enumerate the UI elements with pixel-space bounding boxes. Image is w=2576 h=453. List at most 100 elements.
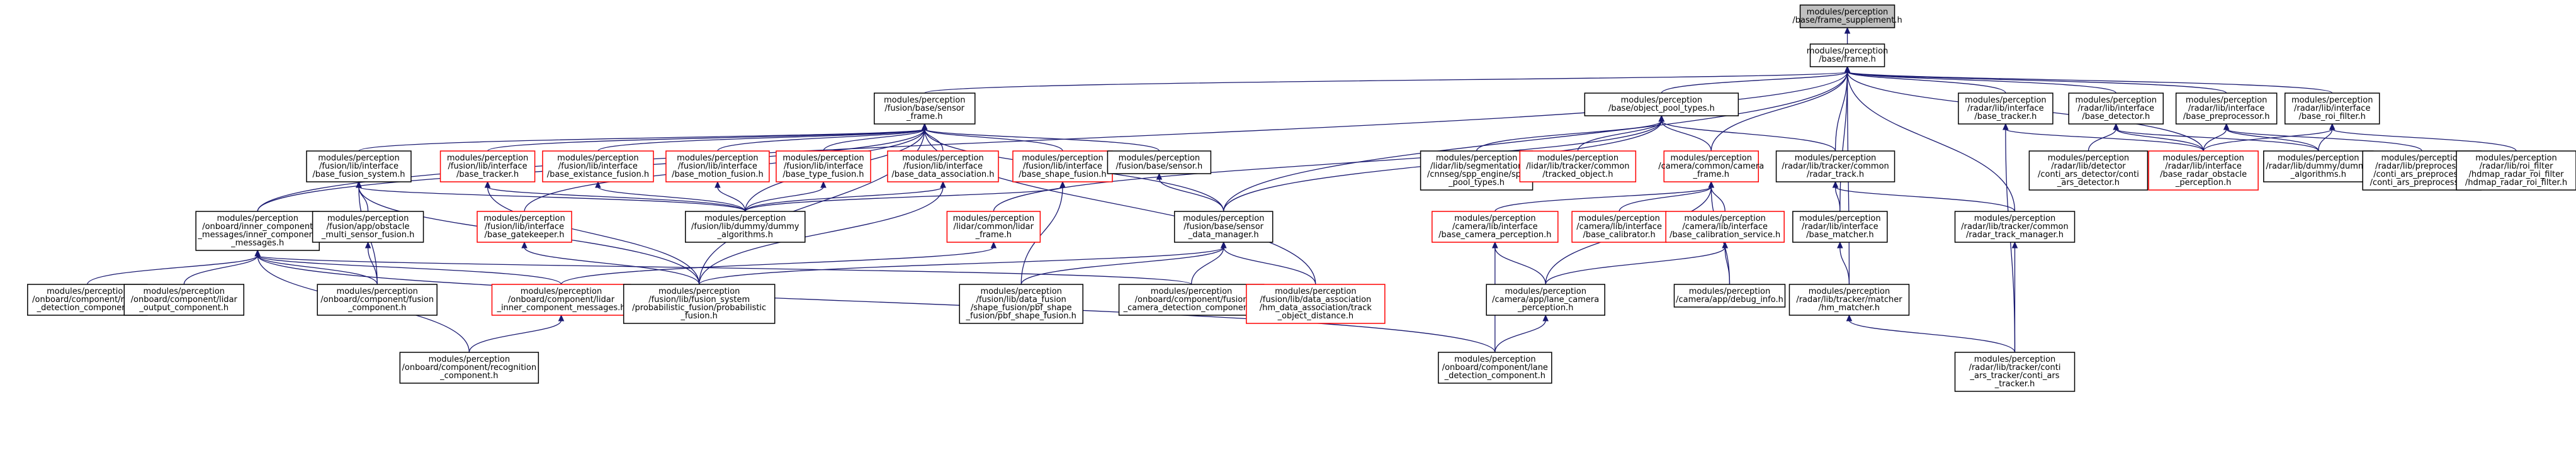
node-box[interactable] [623,284,776,324]
graph-node[interactable]: modules/perception/fusion/lib/fusion_sys… [623,284,776,324]
node-box[interactable] [1788,284,1910,316]
graph-node[interactable]: modules/perception/radar/lib/interface/b… [2284,92,2380,125]
graph-node[interactable]: modules/perception/radar/lib/interface/b… [1958,92,2053,125]
node-box[interactable] [959,284,1083,324]
node-box[interactable] [685,211,806,243]
node-box[interactable] [306,150,412,182]
node-box[interactable] [1486,284,1605,316]
dependency-edge [1710,71,1848,152]
node-box[interactable] [2284,92,2380,125]
graph-node[interactable]: modules/perception/onboard/component/rec… [399,352,539,384]
node-box[interactable] [1663,150,1760,182]
node-box[interactable] [542,150,654,182]
graph-node[interactable]: modules/perception/fusion/lib/interface/… [439,150,536,182]
node-box[interactable] [665,150,770,182]
graph-node[interactable]: modules/perception/lidar/lib/tracker/com… [1519,150,1637,182]
graph-node[interactable]: modules/perception/camera/app/debug_info… [1673,284,1786,308]
graph-node[interactable]: modules/perception/radar/lib/tracker/com… [1775,150,1895,182]
node-box[interactable] [1519,150,1637,182]
node-box[interactable] [399,352,539,384]
graph-node[interactable]: modules/perception/fusion/base/sensor_fr… [873,92,976,125]
node-box[interactable] [946,211,1041,243]
node-box[interactable] [2456,150,2576,191]
node-box[interactable] [439,150,536,182]
graph-node[interactable]: modules/perception/radar/lib/interface/b… [2148,150,2259,191]
graph-node[interactable]: modules/perception/radar/lib/roi_filter/… [2456,150,2576,191]
graph-node[interactable]: modules/perception/base/frame.h [1807,43,1888,67]
graph-node[interactable]: modules/perception/fusion/lib/data_assoc… [1246,284,1386,324]
graph-node[interactable]: modules/perception/radar/lib/tracker/con… [1954,352,2076,392]
graph-node[interactable]: modules/perception/radar/lib/interface/b… [2068,92,2164,125]
graph-node[interactable]: modules/perception/fusion/lib/data_fusio… [959,284,1083,324]
node-box[interactable] [2263,150,2374,182]
node-box[interactable] [1954,211,2076,243]
graph-node[interactable]: modules/perception/camera/lib/interface/… [1571,211,1667,243]
graph-node[interactable]: modules/perception/fusion/lib/interface/… [306,150,412,182]
node-box[interactable] [477,211,572,243]
graph-node[interactable]: modules/perception/radar/lib/interface/b… [2175,92,2278,125]
graph-node[interactable]: modules/perception/onboard/component/fus… [1118,284,1265,316]
node-box[interactable] [317,284,438,316]
node-box[interactable] [1775,150,1895,182]
graph-node[interactable]: modules/perception/onboard/inner_compone… [195,211,320,251]
graph-node[interactable]: modules/perception/camera/common/camera_… [1658,150,1764,182]
node-box[interactable] [1173,211,1274,243]
node-box[interactable] [1809,43,1885,67]
graph-node[interactable]: modules/perception/camera/app/lane_camer… [1486,284,1605,316]
node-box[interactable] [1799,4,1895,28]
node-box[interactable] [1571,211,1667,243]
graph-node[interactable]: modules/perception/radar/lib/detector/co… [2028,150,2149,191]
graph-node[interactable]: modules/perception/fusion/app/obstacle_m… [312,211,424,243]
node-box[interactable] [2175,92,2278,125]
dependency-edge [257,255,1192,285]
edge-arrowhead [1059,181,1066,188]
node-box[interactable] [1665,211,1785,243]
graph-node[interactable]: modules/perception/fusion/lib/dummy/dumm… [685,211,806,243]
graph-node[interactable]: modules/perception/camera/lib/interface/… [1432,211,1559,243]
graph-node[interactable]: modules/perception/fusion/lib/interface/… [1012,150,1113,182]
graph-node[interactable]: modules/perception/fusion/lib/interface/… [887,150,999,182]
graph-node[interactable]: modules/perception/camera/lib/interface/… [1665,211,1785,243]
graph-node[interactable]: modules/perception/fusion/lib/interface/… [776,150,871,182]
graph-node[interactable]: modules/perception/onboard/component/fus… [317,284,438,316]
node-box[interactable] [2148,150,2259,191]
node-box[interactable] [491,284,631,316]
graph-node[interactable]: modules/perception/radar/lib/tracker/mat… [1788,284,1910,316]
graph-node[interactable]: modules/perception/onboard/component/lid… [123,284,245,316]
graph-node[interactable]: modules/perception/onboard/component/lid… [491,284,631,316]
graph-node[interactable]: modules/perception/fusion/lib/interface/… [665,150,770,182]
node-box[interactable] [2028,150,2149,191]
node-box[interactable] [1792,211,1888,243]
node-box[interactable] [1673,284,1786,308]
graph-node[interactable]: modules/perception/radar/lib/tracker/com… [1954,211,2076,243]
node-box[interactable] [312,211,424,243]
graph-node[interactable]: modules/perception/fusion/lib/interface/… [477,211,572,243]
node-box[interactable] [1584,92,1739,116]
node-box[interactable] [776,150,871,182]
node-box[interactable] [1118,284,1265,316]
graph-node[interactable]: modules/perception/base/frame_supplement… [1792,4,1902,28]
graph-node[interactable]: modules/perception/fusion/lib/interface/… [542,150,654,182]
node-box[interactable] [2068,92,2164,125]
graph-node[interactable]: modules/perception/radar/lib/interface/b… [1792,211,1888,243]
node-box[interactable] [1246,284,1386,324]
node-box[interactable] [873,92,976,125]
node-box[interactable] [1432,211,1559,243]
graph-node[interactable]: modules/perception/fusion/base/sensor.h [1107,150,1212,174]
graph-node[interactable]: modules/perception/lidar/lib/segmentatio… [1420,150,1534,191]
graph-node[interactable]: modules/perception/fusion/base/sensor_da… [1173,211,1274,243]
node-box[interactable] [1107,150,1212,174]
node-box[interactable] [1958,92,2053,125]
node-box[interactable] [887,150,999,182]
node-label-line: /fusion/base/sensor.h [1116,162,1203,171]
graph-node[interactable]: modules/perception/lidar/common/lidar_fr… [946,211,1041,243]
node-box[interactable] [123,284,245,316]
node-box[interactable] [1954,352,2076,392]
node-box[interactable] [1438,352,1552,384]
graph-node[interactable]: modules/perception/radar/lib/dummy/dummy… [2263,150,2374,182]
node-box[interactable] [195,211,320,251]
graph-node[interactable]: modules/perception/base/object_pool_type… [1584,92,1739,116]
dependency-edge [1577,120,1662,152]
graph-node[interactable]: modules/perception/onboard/component/lan… [1438,352,1552,384]
node-box[interactable] [1420,150,1534,191]
